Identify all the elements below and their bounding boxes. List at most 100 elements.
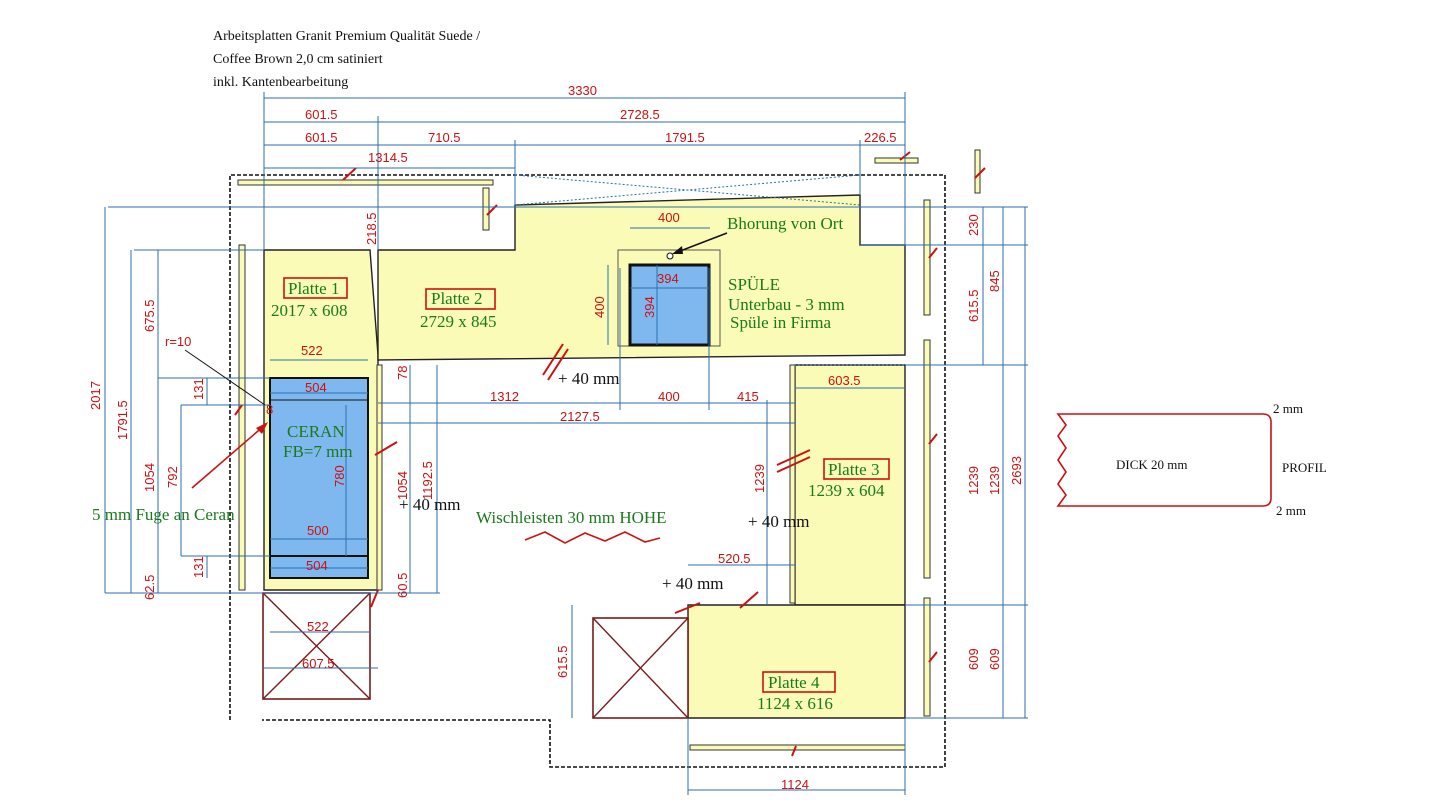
dim-v131a: 131 [191,378,206,400]
plus40-label-a: + 40 mm [558,369,620,388]
dim-cook-inner-top: 504 [305,380,327,395]
dimension-lines [104,92,1028,795]
plus40-label-b: + 40 mm [399,495,461,514]
dim-v615b: 615.5 [966,289,981,322]
dim-v1791: 1791.5 [115,400,130,440]
appliance-box-left [262,592,371,700]
dim-spuele-h: 400 [592,296,607,318]
dim-v609a: 609 [966,648,981,670]
plus40-label-c: + 40 mm [748,512,810,531]
dim-1312: 1312 [490,389,519,404]
dim-top-b1: 601.5 [305,130,338,145]
platte-2-size: 2729 x 845 [420,312,497,331]
dim-cook-inner-bottom: 500 [307,523,329,538]
appliance-box-bottom [592,617,689,719]
dim-v1239a: 1239 [752,464,767,493]
dim-spuele-inner: 394 [657,271,679,286]
dim-front-522: 522 [307,619,329,634]
dim-v2693: 2693 [1009,456,1024,485]
dim-v1239c: 1239 [987,466,1002,495]
break-ticks [234,151,986,757]
dim-v1054: 1054 [142,463,157,492]
dim-v1192: 1192.5 [420,461,435,500]
dim-8: 8 [266,402,273,417]
platte-1-label: Platte 1 [288,279,339,298]
dim-front-607: 607.5 [302,656,335,671]
dim-cook-top: 522 [301,343,323,358]
wall-strip-inner-2 [789,364,796,604]
platte-3-label-box [823,458,890,480]
wall-strip-sample-h [874,157,919,164]
dim-cook-outer-bottom: 504 [306,558,328,573]
platte-2-label-box [425,288,496,310]
ceran-cooktop [269,377,369,557]
spuele-label: SPÜLE [728,275,780,294]
dim-v675: 675.5 [142,299,157,332]
profile-bottom: 2 mm [1276,503,1306,518]
ceran-label: CERAN [287,422,345,441]
wall-strip-right-3 [923,597,931,717]
dim-top-a1: 601.5 [305,107,338,122]
dim-400: 400 [658,389,680,404]
dim-v218: 218.5 [364,212,379,245]
dim-520: 520.5 [718,551,751,566]
cooktop-front [269,555,369,579]
dim-v609b: 609 [987,648,1002,670]
platte-3-label: Platte 3 [828,460,879,479]
platte-1-size: 2017 x 608 [271,301,348,320]
dim-v1054b: 1054 [395,471,410,500]
dim-v131b: 131 [191,556,206,578]
wall-strip-inner [376,364,383,591]
dim-v845: 845 [987,270,1002,292]
dim-v60: 60.5 [395,573,410,598]
wall-strip-sample-v [974,149,981,194]
dim-2127: 2127.5 [560,409,600,424]
dim-top-c: 1314.5 [368,150,408,165]
plus40-label-d: + 40 mm [662,574,724,593]
dim-415: 415 [737,389,759,404]
dim-top-b4: 226.5 [864,130,897,145]
dim-top-b2: 710.5 [428,130,461,145]
profile-top: 2 mm [1273,401,1303,416]
dim-v2017: 2017 [88,381,103,410]
profile-thickness: DICK 20 mm [1116,457,1188,472]
header-line-1: Arbeitsplatten Granit Premium Qualität S… [213,29,480,44]
tap-hole-icon [666,252,674,260]
room-outline [229,174,946,768]
wischleisten-label: Wischleisten 30 mm HOHE [476,508,667,527]
dim-v62: 62.5 [142,575,157,600]
edge-profile [1056,413,1272,507]
platte-4-label-box [762,671,836,693]
dim-top-b3: 1791.5 [665,130,705,145]
header-line-2: Coffee Brown 2,0 cm satiniert [213,52,383,67]
wall-strip-left [238,244,246,591]
header-line-3: inkl. Kantenbearbeitung [213,75,348,90]
unterbau-label: Unterbau - 3 mm [728,295,845,314]
platte-4-label: Platte 4 [768,673,820,692]
platte-4-size: 1124 x 616 [757,694,833,713]
dim-v615a: 615.5 [555,645,570,678]
spuele-firma-label: Spüle in Firma [730,313,832,332]
profile-label: PROFIL [1282,460,1327,475]
pointer-arrows [184,232,728,489]
dim-top-a2: 2728.5 [620,107,660,122]
dim-v792: 792 [165,466,180,488]
wischleiste-wave-icon [524,531,661,544]
dim-603: 603.5 [828,373,861,388]
dim-spuele-inner-h: 394 [642,296,657,318]
ceran-fb-label: FB=7 mm [283,442,353,461]
wall-strip-bottom [689,744,906,751]
dim-v78: 78 [395,366,410,380]
dim-spuele-w: 400 [658,210,680,225]
dim-cook-height: 780 [332,465,347,487]
platte-1-label-box [283,277,348,299]
bohrung-label: Bhorung von Ort [727,214,843,233]
platte-3-size: 1239 x 604 [808,481,885,500]
dim-1124: 1124 [781,777,809,792]
dim-top-total: 3330 [568,83,597,98]
wall-strip-top-short [482,187,490,231]
wall-strip-top [237,179,494,186]
fuge-label: 5 mm Fuge an Ceran [92,505,235,524]
radius-label: r=10 [165,334,191,349]
